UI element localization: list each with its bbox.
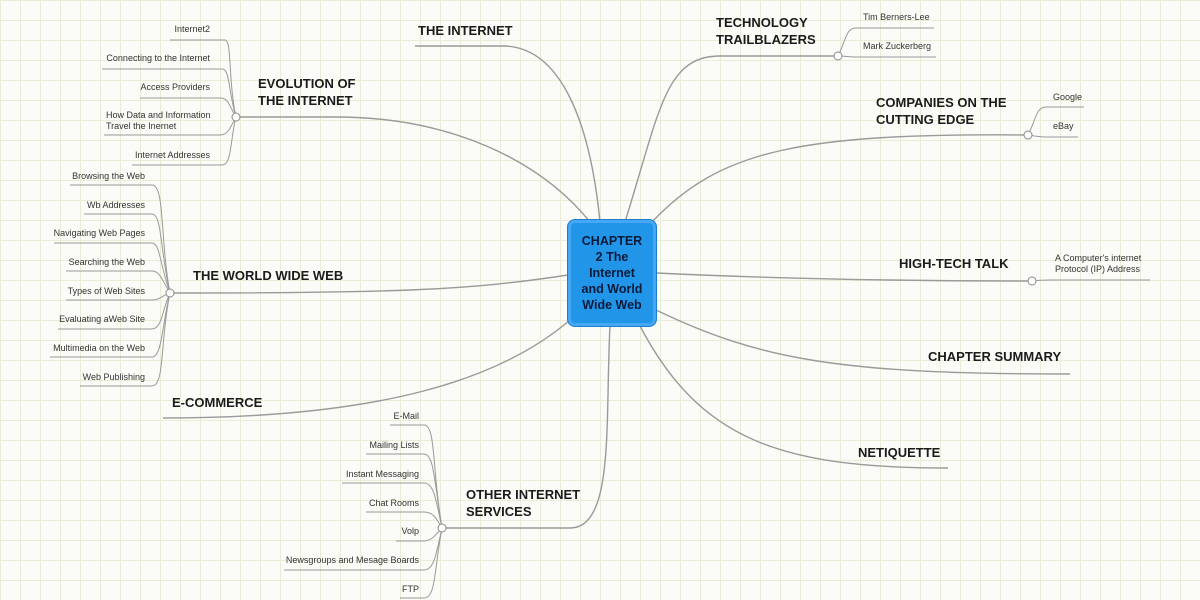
- subtopic-ip-address[interactable]: A Computer's internet Protocol (IP) Addr…: [1055, 253, 1142, 274]
- subtopic-mailing-lists[interactable]: Mailing Lists: [369, 440, 419, 450]
- junction-other-services: [437, 523, 447, 533]
- topic-world-wide-web[interactable]: THE WORLD WIDE WEB: [193, 268, 344, 283]
- sub-line-evaluating: [58, 292, 171, 330]
- topic-the-internet[interactable]: THE INTERNET: [418, 23, 513, 38]
- topic-e-commerce[interactable]: E-COMMERCE: [172, 395, 263, 410]
- subtopic-internet2[interactable]: Internet2: [174, 24, 210, 34]
- branch-summary: [655, 309, 1071, 375]
- sub-line-publishing: [80, 292, 171, 387]
- junction-hightech: [1027, 276, 1037, 286]
- branch-trailblazers: [624, 55, 838, 223]
- subtopic-zuckerberg[interactable]: Mark Zuckerberg: [863, 41, 932, 51]
- branch-other-services: [442, 325, 611, 529]
- junction-evolution: [231, 112, 241, 122]
- subtopic-wb-addresses[interactable]: Wb Addresses: [86, 200, 145, 210]
- central-topic[interactable]: CHAPTER 2 The Internet and World Wide We…: [568, 220, 656, 326]
- topic-chapter-summary[interactable]: CHAPTER SUMMARY: [928, 349, 1062, 364]
- central-topic-label: CHAPTER 2 The Internet and World Wide We…: [581, 234, 643, 312]
- branch-ecommerce: [162, 319, 571, 419]
- sub-line-zuckerberg: [837, 55, 936, 58]
- sub-line-addresses: [132, 116, 237, 166]
- sub-line-ip-address: [1031, 279, 1150, 282]
- sub-line-navigating: [54, 242, 171, 294]
- sub-line-connecting: [102, 68, 237, 118]
- subtopic-access-providers[interactable]: Access Providers: [140, 82, 210, 92]
- sub-line-wb-addresses: [84, 213, 171, 294]
- subtopic-email[interactable]: E-Mail: [393, 411, 419, 421]
- sub-line-access: [140, 97, 237, 118]
- subtopic-searching[interactable]: Searching the Web: [68, 257, 145, 267]
- topic-companies[interactable]: COMPANIES ON THE CUTTING EDGE: [876, 95, 1007, 127]
- sub-line-mailing: [366, 453, 443, 529]
- topic-other-services[interactable]: OTHER INTERNET SERVICES: [466, 487, 581, 519]
- subtopic-ebay[interactable]: eBay: [1053, 121, 1074, 131]
- branch-hightech: [655, 272, 1033, 282]
- junction-companies: [1023, 130, 1033, 140]
- sub-line-berners-lee: [837, 27, 934, 57]
- branch-the-internet: [415, 45, 601, 223]
- topic-netiquette[interactable]: NETIQUETTE: [858, 445, 941, 460]
- topic-evolution[interactable]: EVOLUTION OF THE INTERNET: [258, 76, 356, 108]
- branch-netiquette: [639, 325, 949, 469]
- subtopic-instant-messaging[interactable]: Instant Messaging: [345, 469, 419, 479]
- subtopic-ftp[interactable]: FTP: [402, 584, 419, 594]
- subtopic-chat-rooms[interactable]: Chat Rooms: [368, 498, 419, 508]
- subtopic-volp[interactable]: Volp: [401, 526, 419, 536]
- subtopic-types-of-sites[interactable]: Types of Web Sites: [67, 286, 145, 296]
- branch-evolution: [236, 116, 591, 223]
- subtopic-browsing[interactable]: Browsing the Web: [72, 171, 145, 181]
- subtopic-web-publishing[interactable]: Web Publishing: [82, 372, 145, 382]
- junction-trailblazers: [833, 51, 843, 61]
- sub-line-im: [342, 482, 443, 529]
- subtopic-connecting[interactable]: Connecting to the Internet: [106, 53, 210, 63]
- branch-www: [169, 274, 569, 294]
- sub-line-browsing: [70, 184, 171, 294]
- subtopic-google[interactable]: Google: [1053, 92, 1083, 102]
- subtopic-multimedia[interactable]: Multimedia on the Web: [53, 343, 145, 353]
- sub-line-ebay: [1027, 134, 1078, 138]
- sub-line-ftp: [400, 527, 443, 599]
- sub-line-internet2: [170, 39, 237, 118]
- subtopic-how-data-travels[interactable]: How Data and Information Travel the Iner…: [106, 110, 211, 131]
- sub-line-google: [1027, 106, 1084, 136]
- subtopic-navigating[interactable]: Navigating Web Pages: [53, 228, 145, 238]
- junction-www: [165, 288, 175, 298]
- subtopic-berners-lee[interactable]: Tim Berners-Lee: [863, 12, 930, 22]
- subtopic-evaluating[interactable]: Evaluating aWeb Site: [59, 314, 145, 324]
- topic-trailblazers[interactable]: TECHNOLOGY TRAILBLAZERS: [716, 15, 816, 47]
- subtopic-newsgroups[interactable]: Newsgroups and Mesage Boards: [285, 555, 419, 565]
- branch-companies: [651, 134, 1029, 223]
- subtopic-internet-addresses[interactable]: Internet Addresses: [134, 150, 210, 160]
- topic-high-tech-talk[interactable]: HIGH-TECH TALK: [899, 256, 1009, 271]
- sub-line-searching: [66, 270, 171, 294]
